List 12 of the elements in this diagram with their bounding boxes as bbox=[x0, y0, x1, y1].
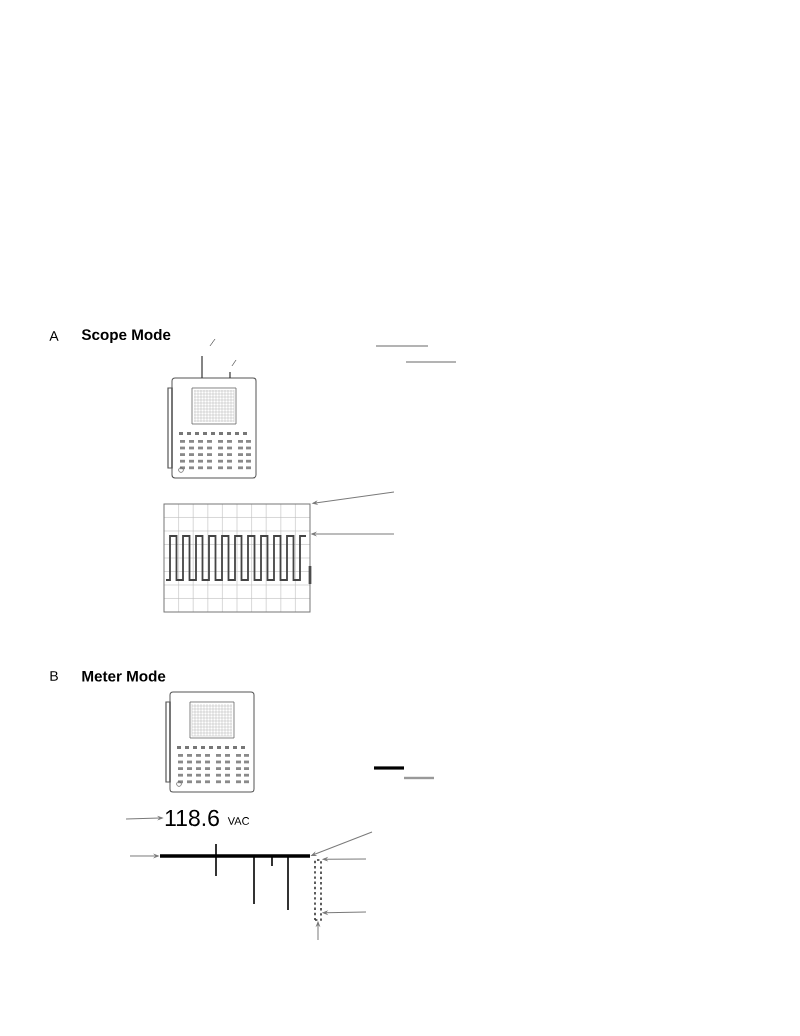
leader-arrow bbox=[322, 857, 367, 861]
leader-arrow bbox=[125, 816, 163, 820]
scale-marks bbox=[314, 859, 322, 921]
leader-arrow bbox=[316, 921, 320, 941]
leader-arrow bbox=[129, 854, 159, 858]
leader-arrow bbox=[322, 910, 367, 915]
bar-graph bbox=[160, 843, 310, 911]
meter-reading: 118.6 bbox=[165, 809, 219, 827]
leader-arrow bbox=[311, 831, 373, 856]
oscilloscope-display bbox=[163, 503, 312, 613]
leader-arrow bbox=[312, 491, 395, 505]
leader-arrow bbox=[311, 532, 395, 536]
